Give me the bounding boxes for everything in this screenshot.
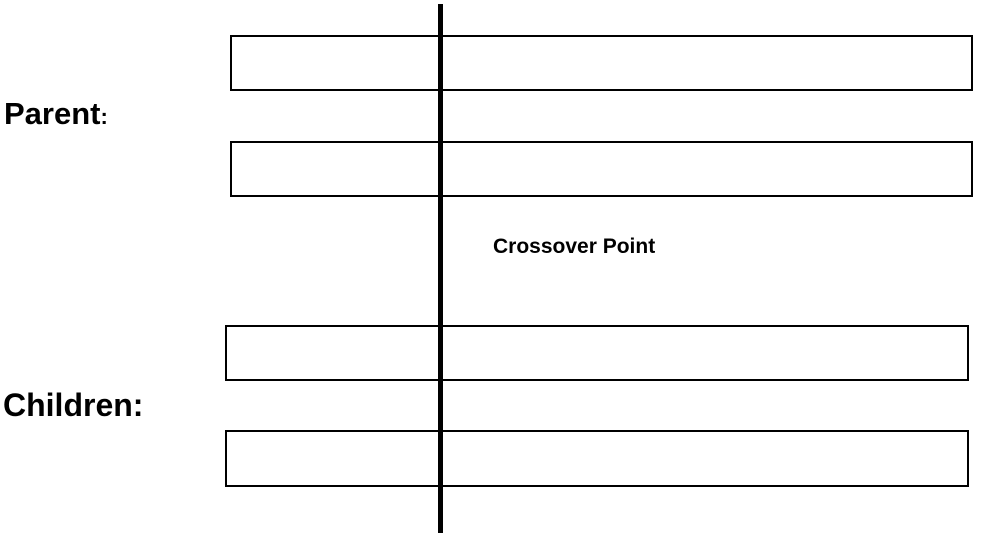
child-chromosome-1 [225, 325, 969, 381]
parent-label: Parent: [4, 98, 108, 129]
crossover-point-line [438, 4, 443, 533]
parent-label-text: Parent [4, 96, 101, 131]
parent-label-colon: : [100, 104, 108, 129]
crossover-point-label: Crossover Point [493, 235, 656, 258]
child-chromosome-2 [225, 430, 969, 487]
parent-chromosome-2 [230, 141, 973, 197]
children-label: Children: [3, 387, 144, 423]
parent-chromosome-1 [230, 35, 973, 91]
